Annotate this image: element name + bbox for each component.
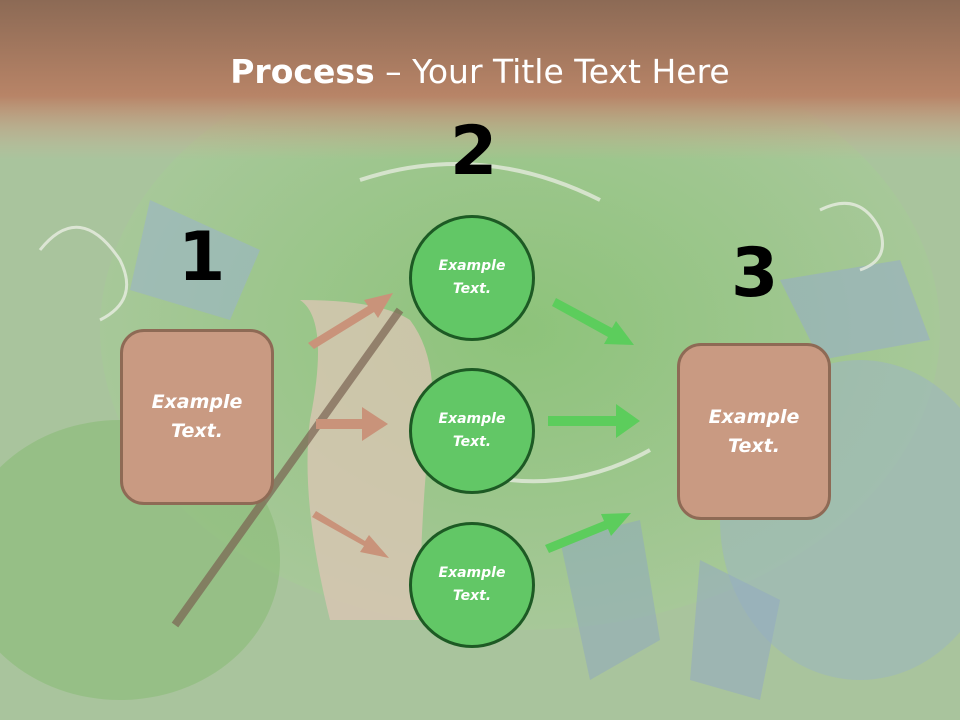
- left-arrows: [308, 293, 393, 558]
- left-box-line2: Text.: [171, 420, 223, 442]
- circle-3-line1: Example: [438, 565, 506, 581]
- right-box-line2: Text.: [728, 434, 780, 457]
- arrow-left-to-circle-1: [308, 293, 393, 349]
- arrow-left-to-circle-3: [312, 511, 389, 558]
- right-box-line1: Example: [708, 405, 800, 428]
- circle-1-line2: Text.: [452, 281, 492, 297]
- title-bold: Process: [230, 52, 375, 91]
- left-box-line1: Example: [151, 391, 243, 413]
- circle-3-line2: Text.: [452, 588, 492, 604]
- arrow-circle-1-to-right: [552, 298, 634, 345]
- title-rest: – Your Title Text Here: [374, 52, 730, 91]
- circle-2-line2: Text.: [452, 434, 492, 450]
- circle-3-text: Example Text.: [439, 562, 506, 608]
- circle-1[interactable]: Example Text.: [409, 215, 535, 341]
- right-arrows: [545, 298, 640, 553]
- circle-3[interactable]: Example Text.: [409, 522, 535, 648]
- arrow-left-to-circle-2: [316, 407, 388, 441]
- arrow-circle-3-to-right: [545, 513, 631, 553]
- left-box[interactable]: Example Text.: [120, 329, 274, 505]
- circle-1-text: Example Text.: [439, 255, 506, 301]
- left-box-text: Example Text.: [152, 388, 243, 446]
- right-box[interactable]: Example Text.: [677, 343, 831, 520]
- circle-2-text: Example Text.: [439, 408, 506, 454]
- step-number-3: 3: [731, 234, 779, 313]
- step-number-2: 2: [450, 112, 498, 191]
- step-number-1: 1: [178, 218, 226, 297]
- circle-2-line1: Example: [438, 411, 506, 427]
- right-box-text: Example Text.: [709, 403, 800, 461]
- circle-2[interactable]: Example Text.: [409, 368, 535, 494]
- slide-title: Process – Your Title Text Here: [0, 52, 960, 91]
- arrow-circle-2-to-right: [548, 404, 640, 438]
- circle-1-line1: Example: [438, 258, 506, 274]
